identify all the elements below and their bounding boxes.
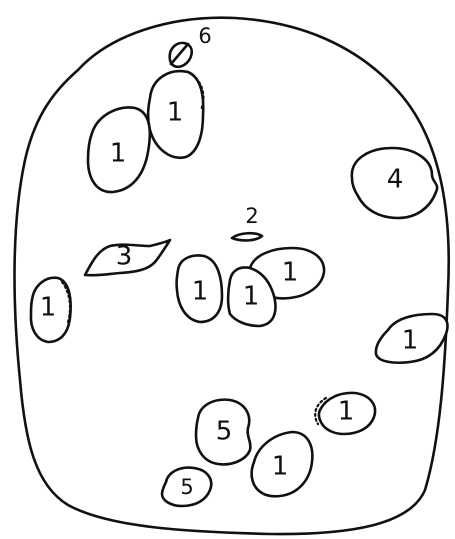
cell-label: 3: [116, 242, 133, 272]
cell-label: 1: [272, 452, 289, 482]
cell-label: 5: [180, 475, 193, 499]
cell-bottom: 1: [252, 432, 313, 496]
cell-4: 4: [352, 148, 437, 218]
cell-label: 1: [282, 258, 299, 288]
cell-right-mid: 1: [376, 314, 448, 363]
cell-small-top: 6: [170, 24, 212, 67]
cell-right-lower: 1: [315, 393, 375, 434]
cell-label: 1: [40, 293, 57, 323]
cell-label: 1: [110, 139, 127, 169]
cell-label: 1: [167, 98, 184, 128]
cell-3: 3: [85, 240, 170, 275]
cell-label: 1: [402, 326, 419, 356]
cell-label: 5: [216, 417, 233, 447]
cell-5-upper: 5: [196, 400, 250, 465]
cell-top-left: 1: [88, 107, 150, 192]
cell-label: 4: [387, 165, 404, 195]
cell-label: 6: [198, 24, 211, 48]
cell-center-a: 1: [177, 256, 222, 322]
cell-left: 1: [31, 278, 71, 342]
cell-top-right: 1: [148, 71, 203, 158]
cell-label: 1: [243, 282, 260, 312]
cell-label: 2: [245, 204, 258, 228]
cell-label: 1: [192, 277, 209, 307]
cell-label: 1: [338, 397, 355, 427]
cell-2: 2: [232, 204, 262, 240]
cell-5-lower: 5: [162, 468, 211, 506]
